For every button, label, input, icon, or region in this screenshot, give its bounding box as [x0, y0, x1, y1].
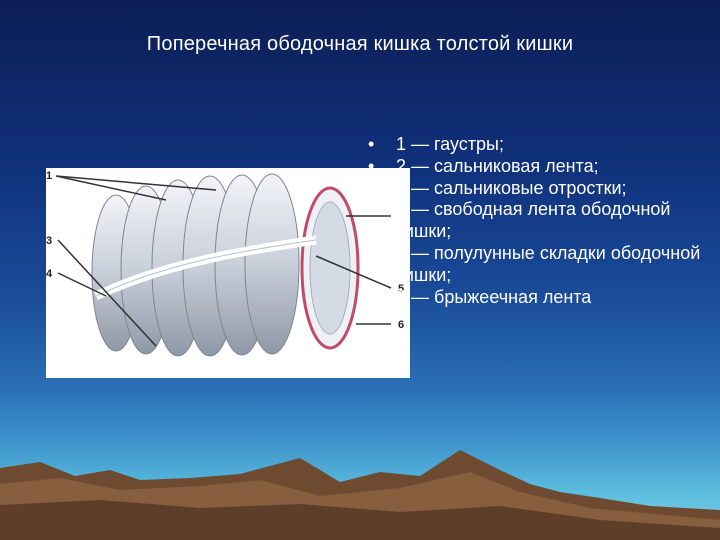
- list-item-text: 2 — сальниковая лента;: [396, 155, 599, 176]
- list-item-text: 4 — свободная лента ободочной кишки;: [396, 199, 671, 242]
- slide-title: Поперечная ободочная кишка толстой кишки: [146, 33, 574, 55]
- figure-label-1: 1: [46, 170, 52, 182]
- list-item: • 6 — брыжеечная лента: [368, 287, 713, 309]
- bullet: •: [368, 155, 375, 176]
- bullet: •: [368, 242, 375, 263]
- bullet: •: [368, 177, 375, 198]
- list-item-text: 5 — полулунные складки ободочной кишки;: [396, 242, 701, 285]
- figure-label-4: 4: [46, 268, 53, 280]
- list-item: • 1 — гаустры;: [368, 134, 713, 156]
- list-item-text: 3 — сальниковые отростки;: [396, 177, 627, 198]
- bullet: •: [368, 199, 375, 220]
- legend-list: • 1 — гаустры; • 2 — сальниковая лента; • 3…: [368, 134, 713, 308]
- bullet: •: [368, 286, 375, 307]
- colon-illustration: 1 3 4 5 6: [46, 168, 410, 378]
- figure-label-6: 6: [398, 319, 404, 331]
- bullet: •: [368, 134, 375, 154]
- list-item-text: 6 — брыжеечная лента: [396, 286, 592, 307]
- list-item: • 2 — сальниковая лента;: [368, 156, 713, 178]
- figure-label-5: 5: [398, 283, 404, 295]
- list-item: • 5 — полулунные складки ободочной кишки;: [368, 243, 713, 287]
- list-item-text: 1 — гаустры;: [396, 134, 504, 154]
- list-item: • 4 — свободная лента ободочной кишки;: [368, 199, 713, 243]
- figure-label-3: 3: [46, 235, 52, 247]
- list-item: • 3 — сальниковые отростки;: [368, 178, 713, 200]
